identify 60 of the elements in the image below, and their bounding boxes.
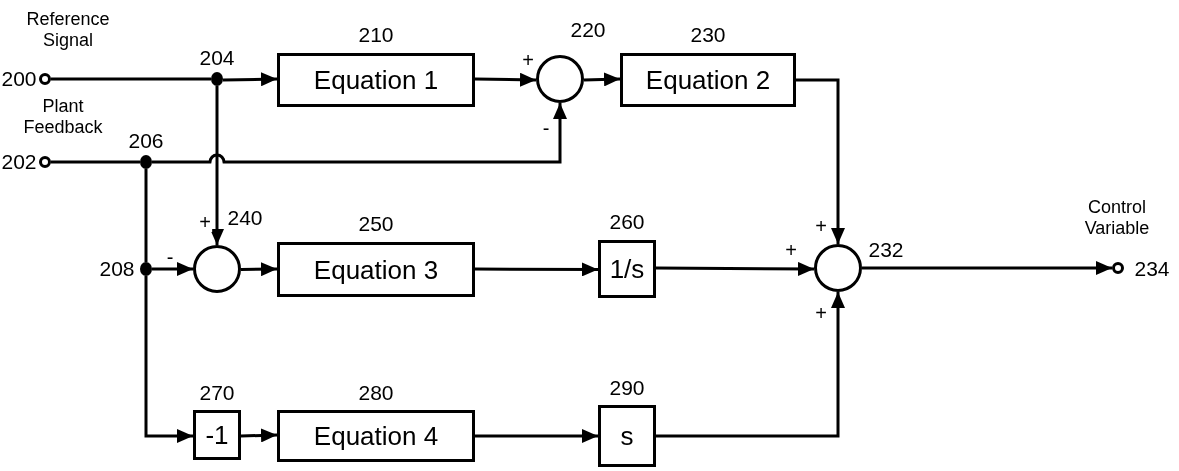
block-label: Equation 4	[313, 423, 439, 449]
signal-arrow	[656, 261, 814, 276]
signal-arrow	[474, 72, 537, 87]
signal-name: Plant Feedback	[22, 96, 104, 138]
signal-line	[51, 77, 211, 81]
reference-number: 208	[99, 256, 135, 282]
reference-number: 240	[227, 205, 263, 231]
reference-number: 200	[1, 66, 37, 92]
reference-number: 232	[868, 237, 904, 263]
block-box	[598, 240, 656, 298]
signal-name: Reference Signal	[25, 9, 111, 51]
reference-number: 206	[128, 128, 164, 154]
reference-number: 210	[358, 22, 394, 48]
reference-number: 280	[358, 380, 394, 406]
signal-line	[51, 160, 140, 164]
reference-number: 270	[199, 380, 235, 406]
signal-arrow	[583, 72, 621, 87]
terminal-circle	[39, 156, 51, 168]
signal-line	[144, 169, 148, 262]
signal-arrow	[222, 72, 278, 87]
reference-number: 220	[570, 17, 606, 43]
reference-number: 250	[358, 211, 394, 237]
block-label: -1	[205, 422, 229, 448]
signal-name: Control Variable	[1083, 197, 1151, 239]
block-label: Equation 1	[313, 67, 439, 93]
signal-arrow	[475, 262, 598, 277]
reference-number: 234	[1134, 256, 1170, 282]
signal-arrow	[144, 276, 193, 443]
block-box	[277, 410, 475, 462]
block-box	[620, 53, 796, 107]
reference-number: 230	[690, 22, 726, 48]
summing-junction	[193, 245, 241, 293]
signal-arrow	[210, 86, 224, 245]
block-label: Equation 3	[313, 256, 439, 283]
reference-number: 290	[609, 375, 645, 401]
junction-dot	[140, 262, 152, 276]
block-box	[598, 405, 656, 467]
signal-arrow	[152, 103, 567, 164]
block-label: s	[620, 423, 634, 449]
block-box	[277, 242, 475, 297]
reference-number: 260	[609, 209, 645, 235]
signal-arrow	[475, 429, 598, 443]
terminal-circle	[1112, 262, 1124, 274]
terminal-circle	[39, 73, 51, 85]
block-label: 1/s	[609, 256, 645, 282]
block-box	[277, 53, 475, 107]
summing-junction	[814, 244, 862, 292]
reference-number: 204	[199, 45, 235, 71]
block-label: Equation 2	[645, 67, 771, 93]
signal-arrow	[240, 262, 278, 277]
junction-dot	[211, 72, 223, 86]
junction-dot	[140, 155, 152, 169]
signal-arrow	[862, 261, 1112, 275]
signal-arrow	[240, 428, 278, 443]
block-box	[193, 410, 241, 460]
reference-number: 202	[1, 149, 37, 175]
signal-arrow	[656, 292, 845, 438]
signal-arrow	[796, 78, 845, 244]
summing-junction	[536, 55, 584, 103]
signal-arrow	[152, 262, 193, 276]
